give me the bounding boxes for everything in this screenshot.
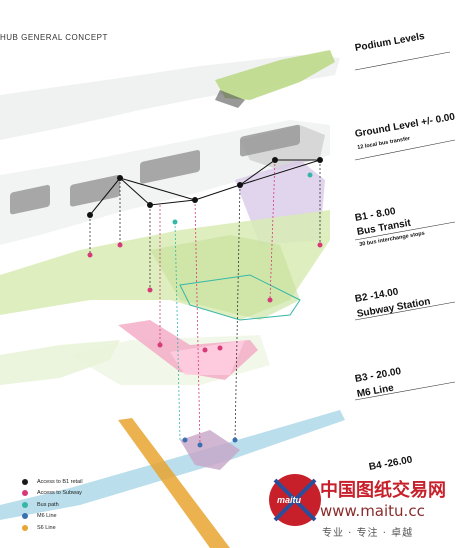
watermark-url: www.maitu.cc xyxy=(320,502,425,520)
legend-item-subway: Access to Subway xyxy=(22,488,83,500)
legend-dot-bus-path xyxy=(22,501,28,508)
watermark-motto: 专业 · 专注 · 卓越 xyxy=(322,528,414,539)
podium-level-slab xyxy=(0,50,340,140)
legend-item-b1-retail: Access to B1 retail xyxy=(22,476,83,488)
legend-label: Bus path xyxy=(37,501,59,508)
legend-item-bus-path: Bus path xyxy=(22,499,83,511)
legend-label: M6 Line xyxy=(37,513,57,520)
legend-label: Access to B1 retail xyxy=(37,478,83,485)
legend-item-s6: S6 Line xyxy=(22,522,83,534)
legend-label: Access to Subway xyxy=(37,490,82,497)
watermark-chinese: 中国图纸交易网 xyxy=(320,480,446,501)
legend: Access to B1 retail Access to Subway Bus… xyxy=(22,476,83,534)
access-connectors xyxy=(89,159,321,446)
legend-dot-subway xyxy=(22,490,28,497)
bus-transit-green-zone xyxy=(0,210,330,321)
legend-item-m6: M6 Line xyxy=(22,511,83,523)
access-nodes xyxy=(87,157,323,448)
legend-dot-b1-retail xyxy=(22,478,28,485)
maitu-logo xyxy=(269,474,321,526)
s6-line-band xyxy=(118,418,230,548)
subway-station-slab xyxy=(0,320,270,385)
legend-dot-s6 xyxy=(22,524,28,531)
watermark-logo-text: maitu xyxy=(277,495,302,505)
level-divider-lines xyxy=(354,51,456,401)
diagram-title: HUB GENERAL CONCEPT xyxy=(0,33,108,42)
bus-bays xyxy=(10,124,300,215)
legend-label: S6 Line xyxy=(37,524,56,531)
legend-dot-m6 xyxy=(22,513,28,520)
m6-line-band xyxy=(0,410,345,520)
